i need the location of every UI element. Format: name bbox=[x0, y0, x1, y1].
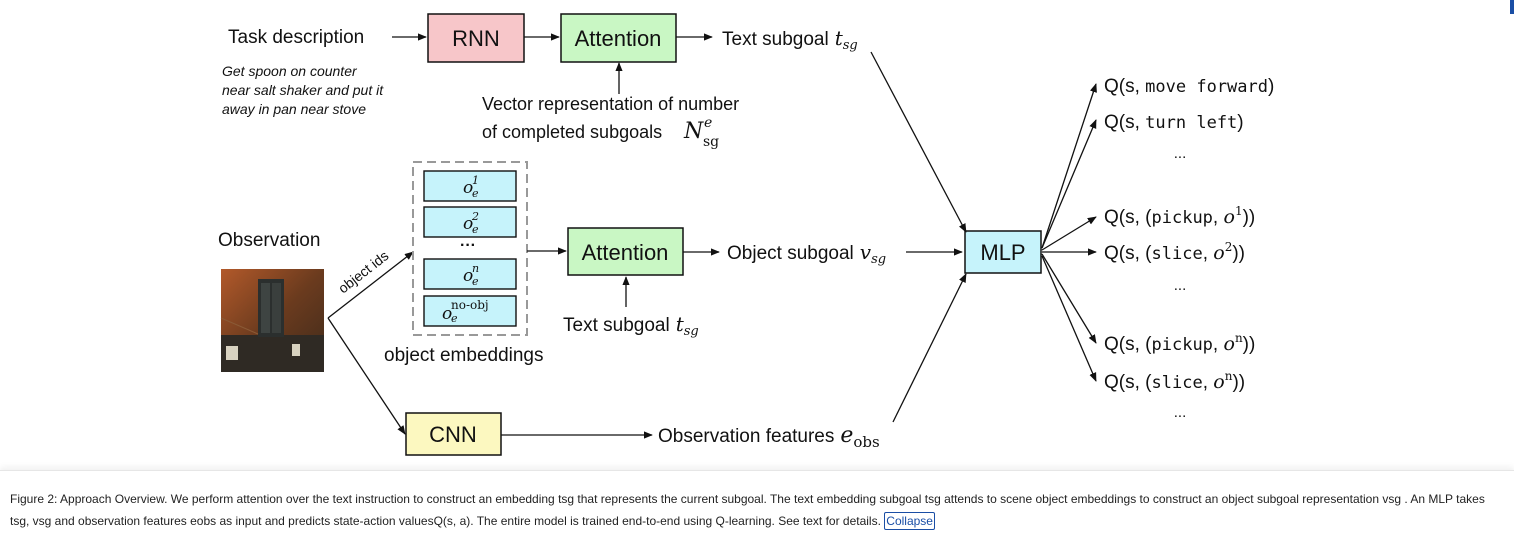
svg-text:2: 2 bbox=[471, 210, 479, 223]
q-move-forward: Q(s, move forward) bbox=[1104, 76, 1274, 97]
attention-top-label: Attention bbox=[575, 26, 662, 51]
mlp-box bbox=[964, 230, 1042, 274]
embedding-dots: ··· bbox=[460, 237, 476, 254]
attention-top-box bbox=[560, 13, 677, 63]
q-pickup-o1: Q(s, (pickup, o1)) bbox=[1104, 204, 1255, 228]
svg-text:o: o bbox=[463, 178, 473, 198]
svg-text:e: e bbox=[472, 223, 479, 236]
object-embeddings-container bbox=[412, 161, 528, 336]
mlp-output-arrows bbox=[1041, 83, 1097, 382]
svg-text:no-obj: no-obj bbox=[451, 298, 489, 312]
task-description-label: Task description bbox=[228, 27, 364, 48]
arrow-obs-to-cnn bbox=[327, 317, 406, 435]
svg-text:o: o bbox=[463, 266, 473, 286]
arrow-obs-features-to-mlp bbox=[892, 273, 967, 423]
q-slice-o2: Q(s, (slice, o2)) bbox=[1104, 240, 1245, 264]
diagram-canvas: Task description Get spoon on counter ne… bbox=[218, 13, 1274, 456]
n-sg-e-symbol: N bbox=[683, 119, 704, 144]
task-example-line-1: Get spoon on counter bbox=[222, 63, 358, 79]
arrow-text-subgoal-to-mlp bbox=[870, 51, 967, 233]
task-example-line-2: near salt shaker and put it bbox=[222, 82, 384, 98]
attention-mid-label: Attention bbox=[582, 240, 669, 265]
n-sg-e-superscript: e bbox=[704, 115, 712, 131]
cnn-label: CNN bbox=[429, 422, 477, 447]
q-dots-3: ... bbox=[1174, 404, 1187, 421]
embedding-no-obj: o no-obj e bbox=[423, 295, 517, 327]
q-dots-2: ... bbox=[1174, 277, 1187, 294]
embedding-o1: o 1 e bbox=[423, 170, 517, 202]
q-turn-left: Q(s, turn left) bbox=[1104, 112, 1244, 133]
svg-text:n: n bbox=[472, 262, 479, 275]
q-dots-1: ... bbox=[1174, 145, 1187, 162]
q-slice-on: Q(s, (slice, on)) bbox=[1104, 369, 1245, 393]
svg-text:e: e bbox=[472, 275, 479, 288]
vector-representation-line-1: Vector representation of number bbox=[482, 94, 739, 114]
q-pickup-on: Q(s, (pickup, on)) bbox=[1104, 331, 1255, 355]
approach-overview-figure: Task description Get spoon on counter ne… bbox=[218, 13, 1274, 456]
object-ids-label: object ids bbox=[335, 247, 391, 296]
svg-text:1: 1 bbox=[472, 174, 479, 187]
collapse-button[interactable]: Collapse bbox=[884, 512, 935, 530]
svg-text:e: e bbox=[472, 187, 479, 200]
embedding-on: o n e bbox=[423, 258, 517, 290]
n-sg-e-subscript: sg bbox=[703, 134, 719, 150]
svg-text:o: o bbox=[463, 214, 473, 234]
figure-caption: Figure 2: Approach Overview. We perform … bbox=[10, 488, 1500, 532]
scroll-indicator[interactable] bbox=[1510, 0, 1514, 14]
rnn-label: RNN bbox=[452, 26, 500, 51]
mlp-label: MLP bbox=[980, 240, 1025, 265]
cnn-box bbox=[405, 412, 502, 456]
observation-label: Observation bbox=[218, 230, 320, 251]
object-embeddings-label: object embeddings bbox=[384, 345, 544, 366]
svg-text:o: o bbox=[442, 304, 452, 324]
vector-representation-line-2: of completed subgoals bbox=[482, 122, 662, 142]
caption-panel: Figure 2: Approach Overview. We perform … bbox=[0, 470, 1514, 536]
embedding-o2: o 2 e bbox=[423, 206, 517, 238]
arrow-obs-to-embeddings bbox=[327, 251, 414, 319]
svg-text:e: e bbox=[451, 312, 458, 325]
task-example-line-3: away in pan near stove bbox=[222, 101, 366, 117]
rnn-box bbox=[427, 13, 525, 63]
observation-image bbox=[220, 269, 324, 372]
attention-mid-box bbox=[567, 227, 684, 276]
caption-text: Figure 2: Approach Overview. We perform … bbox=[10, 492, 1485, 528]
